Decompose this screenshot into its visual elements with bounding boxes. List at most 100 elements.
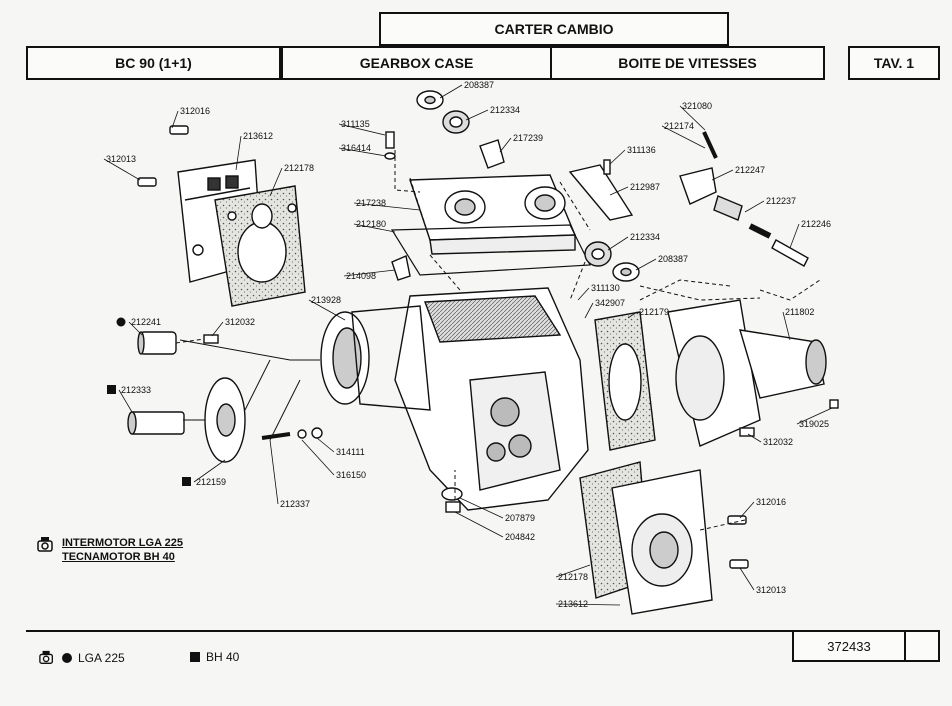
leader-line <box>789 223 800 249</box>
legend-engine-1: INTERMOTOR LGA 225 <box>62 537 184 549</box>
leader-line <box>301 439 335 476</box>
leader-line <box>338 123 386 136</box>
model-label: BC 90 (1+1) <box>115 55 192 71</box>
part-shapes <box>127 90 839 615</box>
bell-housing-shape <box>320 305 431 411</box>
leader-line <box>308 299 346 321</box>
part-number-label: 212987 <box>630 182 660 192</box>
engine-icon <box>36 536 56 554</box>
gasket-shape <box>214 185 306 307</box>
footer-bh-label: BH 40 <box>206 650 240 664</box>
leader-line <box>627 311 638 319</box>
part-number-label: 217238 <box>356 198 386 208</box>
leader-line <box>679 105 706 131</box>
part-number-label: 311136 <box>627 145 656 155</box>
leader-line <box>744 200 765 213</box>
leader-line <box>439 84 463 99</box>
engine-icon <box>38 650 56 666</box>
square-marker-icon <box>107 385 116 394</box>
leader-line <box>235 135 242 171</box>
plug-shape <box>445 501 461 513</box>
leader-line <box>661 125 706 149</box>
shaft-shape <box>771 239 809 267</box>
screw-shape <box>727 515 747 525</box>
leader-line <box>584 302 594 319</box>
part-number-label: 314111 <box>336 447 365 457</box>
footer-lga-label: LGA 225 <box>78 651 125 665</box>
part-labels: 312016 213612 312013 212178 208387 212334 3111… <box>103 80 833 609</box>
washer-shape <box>384 152 396 160</box>
part-number-label: 212246 <box>801 219 831 229</box>
part-number-label: 208387 <box>464 80 494 90</box>
part-number-label: 312016 <box>180 106 210 116</box>
part-number-label: 217239 <box>513 133 543 143</box>
dot-marker-icon <box>62 653 72 663</box>
leader-line <box>609 149 626 165</box>
part-number-label: 311135 <box>341 119 370 129</box>
part-number-label: 212179 <box>639 307 669 317</box>
part-number-label: 213612 <box>558 599 588 609</box>
part-number-label: 207879 <box>505 513 535 523</box>
leader-line <box>343 269 396 277</box>
leader-line <box>609 186 629 196</box>
screw-shape <box>137 177 157 187</box>
part-number-label: 319025 <box>799 419 829 429</box>
washer-shape <box>297 429 307 439</box>
spring-shape <box>748 223 772 239</box>
bushing-shape <box>713 195 743 221</box>
footer-rule <box>26 630 940 632</box>
pin-shape <box>702 131 718 159</box>
stud-shape <box>261 432 291 440</box>
model-box: BC 90 (1+1) <box>26 46 281 80</box>
table-number: TAV. 1 <box>873 55 915 71</box>
part-number-label: 204842 <box>505 532 535 542</box>
title-english: GEARBOX CASE <box>359 55 474 71</box>
dot-marker-icon <box>116 317 126 327</box>
bolt-shape <box>603 159 611 175</box>
title-fr-box: BOITE DE VITESSES <box>550 46 825 80</box>
screw-shape <box>829 399 839 409</box>
leader-line <box>103 158 141 181</box>
leader-line <box>353 223 396 233</box>
leader-line <box>607 236 629 251</box>
top-gasket-shape <box>390 224 591 276</box>
part-number-label: 213928 <box>311 295 341 305</box>
page-code-box: 372433 <box>792 630 906 662</box>
footer-legend-dot: LGA 225 <box>38 650 125 666</box>
page-title: CARTER CAMBIO <box>494 21 614 37</box>
part-number-label: 312013 <box>756 585 786 595</box>
part-number-label: 212159 <box>196 477 226 487</box>
leader-line <box>316 437 335 453</box>
leader-line <box>739 567 755 591</box>
title-box: CARTER CAMBIO <box>379 12 729 46</box>
part-number-label: 208387 <box>658 254 688 264</box>
part-number-label: 212180 <box>356 219 386 229</box>
part-number-label: 312016 <box>756 497 786 507</box>
part-number-label: 212337 <box>280 499 310 509</box>
leader-line <box>711 169 734 181</box>
leader-line <box>635 258 657 271</box>
screw-shape <box>169 125 189 135</box>
part-number-label: 316150 <box>336 470 366 480</box>
washer-shape <box>441 487 463 501</box>
part-number-label: 212334 <box>490 105 520 115</box>
leader-line <box>193 459 226 483</box>
connector-lines <box>179 339 320 441</box>
leader-line <box>465 109 489 121</box>
leader-line <box>555 603 621 606</box>
part-number-label: 212178 <box>558 572 588 582</box>
leader-line <box>211 321 224 337</box>
part-number-label: 212241 <box>131 317 161 327</box>
leader-line <box>739 501 755 519</box>
part-number-label: 212334 <box>630 232 660 242</box>
leader-line <box>747 433 762 443</box>
leader-line <box>338 147 387 157</box>
part-number-label: 312032 <box>225 317 255 327</box>
square-marker-icon <box>190 652 200 662</box>
screw-shape <box>729 559 749 569</box>
part-number-label: 212174 <box>664 121 694 131</box>
part-number-label: 213612 <box>243 131 273 141</box>
part-number-label: 211802 <box>785 307 814 317</box>
lever-shape <box>679 167 717 205</box>
